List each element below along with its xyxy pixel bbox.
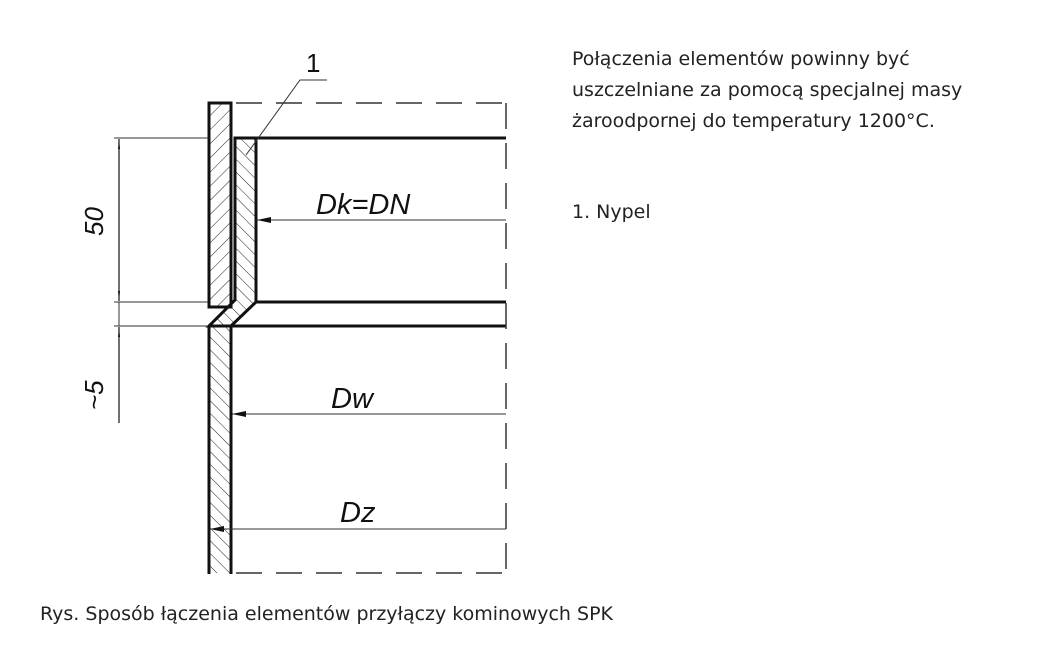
figure-caption: Rys. Sposób łączenia elementów przyłączy… [40,603,613,625]
note-line: Połączenia elementów powinny być [572,48,910,70]
extension-lines [114,137,208,327]
pipe-outlines [231,136,506,328]
diameter-dimensions [210,217,506,532]
note-line: uszczelniane za pomocą specjalnej masy [572,79,963,101]
dk-label: Dk=DN [316,189,410,221]
break-lines [236,102,507,574]
lower-pipe-wall [209,326,231,573]
callout-1-label: 1 [306,48,320,78]
legend-item-1: 1. Nypel [572,201,651,223]
dw-label: Dw [331,383,375,415]
callout-leader [245,79,327,156]
sealing-note: Połączenia elementów powinny być uszczel… [572,44,962,137]
dimension-5-label: ~5 [79,380,109,410]
dimension-50-label: 50 [79,207,109,236]
dz-label: Dz [340,497,376,529]
note-line: żaroodpornej do temperatury 1200°C. [572,110,935,132]
upper-pipe-wall [207,101,233,309]
